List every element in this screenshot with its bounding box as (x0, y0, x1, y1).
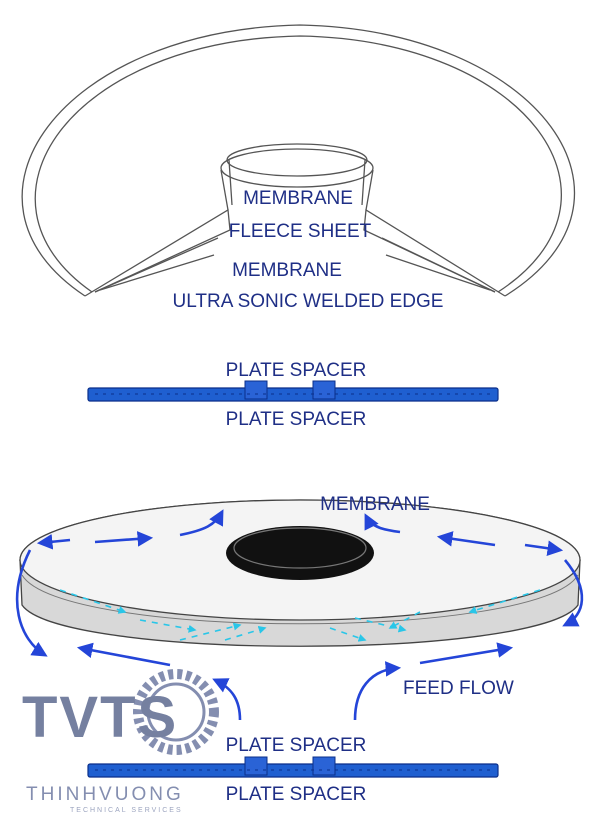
inner-flow-arrows (59, 589, 541, 642)
logo-gear-icon (133, 669, 219, 755)
membrane-disc (19, 499, 581, 647)
plate-spacer-bar (87, 380, 499, 402)
label-membrane-middle: MEMBRANE (232, 260, 342, 281)
label-plate-spacer-upper-2: PLATE SPACER (226, 735, 367, 756)
company-logo: TVTS THINHVUONG TECHNICAL SERVICES (22, 669, 219, 814)
plate-spacer-bar-2 (87, 756, 499, 778)
membrane-cushion-cutaway (21, 24, 576, 297)
label-fleece-sheet: FLEECE SHEET (229, 221, 372, 242)
logo-mark: TVTS (22, 685, 178, 750)
label-plate-spacer-upper: PLATE SPACER (226, 360, 367, 381)
logo-tagline: TECHNICAL SERVICES (70, 807, 183, 814)
label-membrane-top: MEMBRANE (243, 188, 353, 209)
flow-arrows (15, 509, 584, 721)
logo-name: THINHVUONG (26, 784, 184, 805)
label-ultrasonic-welded-edge: ULTRA SONIC WELDED EDGE (173, 291, 444, 312)
label-feed-flow: FEED FLOW (403, 678, 514, 699)
label-plate-spacer-lower-2: PLATE SPACER (226, 784, 367, 805)
label-membrane-disc: MEMBRANE (320, 494, 430, 515)
label-plate-spacer-lower: PLATE SPACER (226, 409, 367, 430)
